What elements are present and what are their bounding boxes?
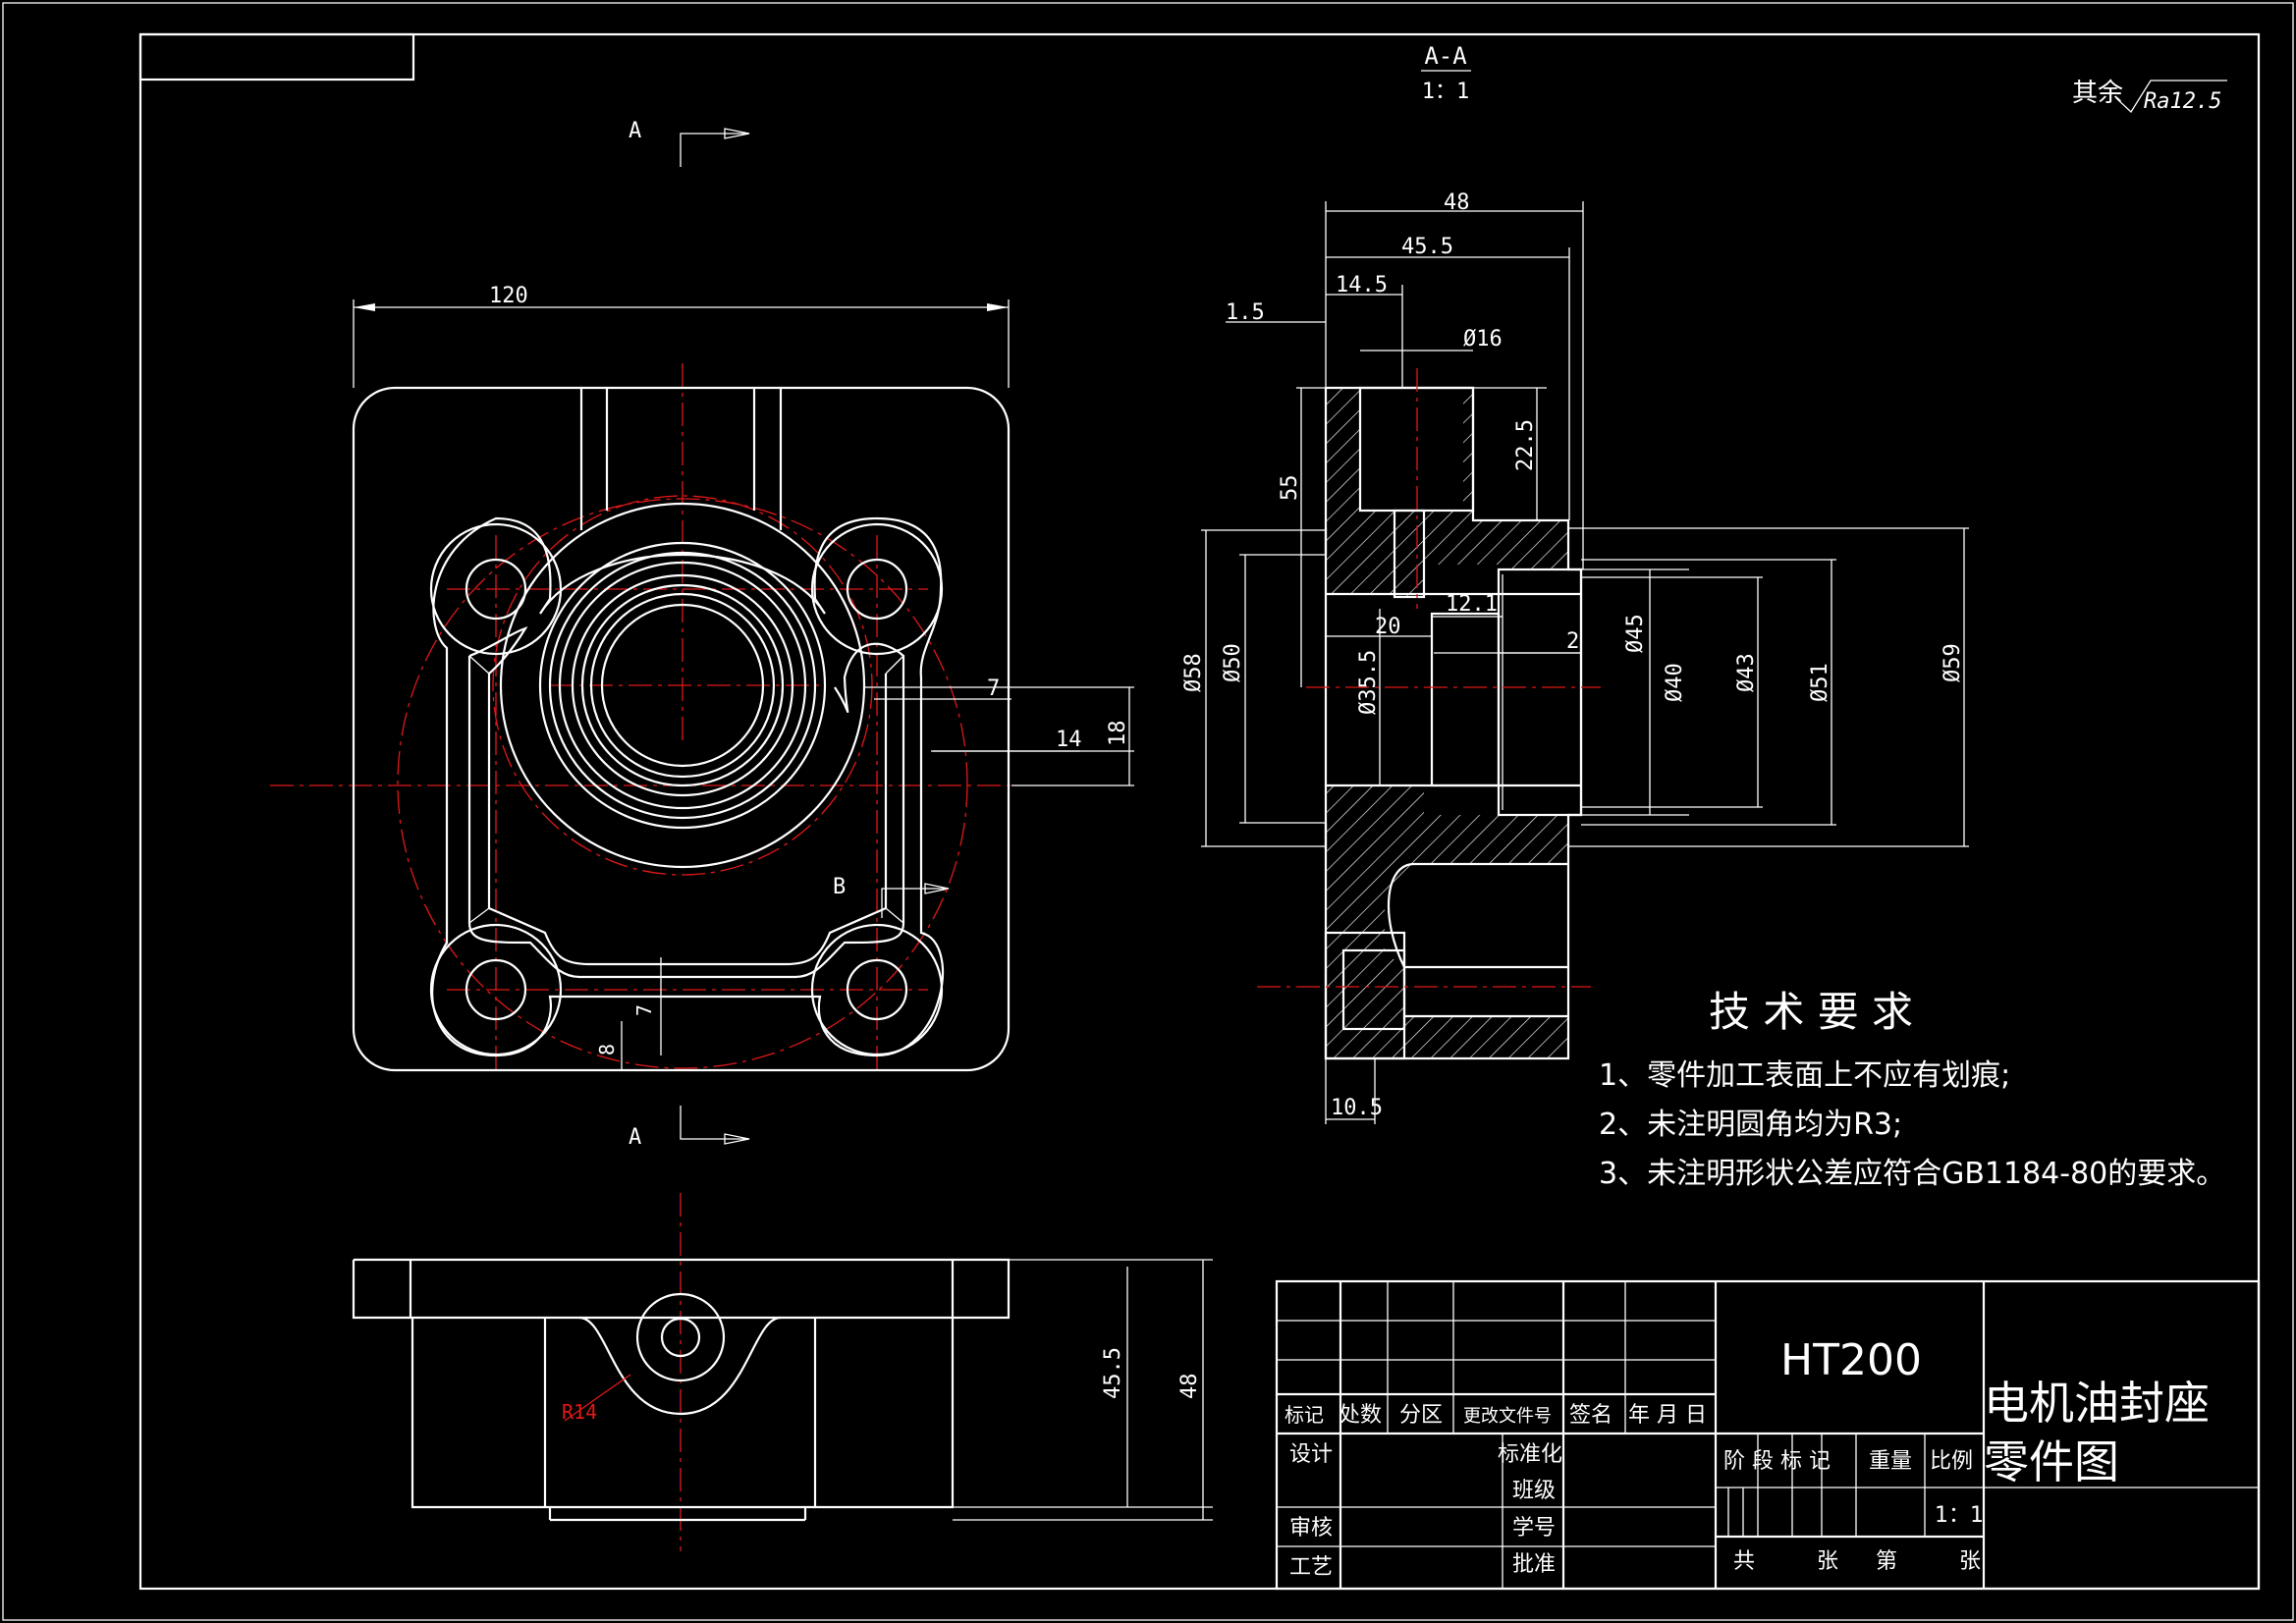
dim-14-5: 14.5 [1336,273,1388,298]
row-biaozhunhua: 标准化 [1498,1442,1562,1467]
base-plate-outline [352,386,1011,1072]
section-view-a-a: 48 45.5 14.5 1.5 Ø16 22.5 55 12.1 20 2 Ø… [1181,190,1969,1124]
dim-1-5: 1.5 [1226,300,1265,325]
bolt-boss-bottom-left [429,923,563,1056]
part-name-line2: 零件图 [1984,1435,2119,1488]
section-arrow-a-bottom: A [629,1106,750,1150]
section-title-label: A-A [1424,42,1467,70]
bolt-hole-top-right [846,558,908,621]
bolt-hole-top-left [465,558,527,621]
dim-22-5: 22.5 [1513,419,1538,471]
sheet-zhang-1: 张 [1817,1549,1838,1574]
dim-dia51: Ø51 [1808,663,1832,702]
material-label: HT200 [1780,1335,1922,1385]
dim-h45-5: 45.5 [1101,1347,1125,1399]
bolt-boss-top-left [429,522,563,656]
bore-inner [600,603,765,768]
dim-7-bottom: 7 [632,1004,656,1016]
tech-item-3: 3、未注明形状公差应符合GB1184-80的要求。 [1599,1157,2225,1191]
bottom-bore-outer [635,1292,726,1382]
weight-label: 重量 [1869,1449,1912,1474]
bolt-hole-bottom-left [465,958,527,1021]
dim-18-right: 18 [1106,721,1130,747]
dim-dia59: Ø59 [1941,643,1965,682]
header-qianming: 签名 [1569,1403,1613,1428]
surface-note-prefix: 其余 [2072,79,2123,108]
header-chushu: 处数 [1339,1403,1382,1428]
inner-frame [138,32,2261,1591]
sheet-di: 第 [1876,1549,1897,1574]
dim-width-120: 120 [489,284,528,308]
sheet-gong: 共 [1733,1549,1755,1574]
dim-dia35-5: Ø35.5 [1356,650,1381,715]
dim-12-1: 12.1 [1446,592,1498,617]
section-arrow-a-top: A [629,119,750,167]
tech-item-1: 1、零件加工表面上不应有划痕; [1599,1058,2010,1093]
technical-requirements: 技 术 要 求 1、零件加工表面上不应有划痕; 2、未注明圆角均为R3; 3、未… [1599,988,2225,1191]
bottom-view: R14 45.5 48 [352,1193,1213,1551]
dim-7-right: 7 [987,676,1000,701]
stage-label: 阶 段 标 记 [1723,1449,1831,1474]
dim-20: 20 [1375,615,1401,639]
dim-r14: R14 [562,1400,597,1424]
section-scale-label: 1：1 [1422,80,1470,104]
dim-10-5: 10.5 [1331,1096,1383,1120]
dim-h48: 48 [1177,1374,1202,1400]
dim-dia43: Ø43 [1734,653,1759,692]
scale-label: 比例 [1930,1449,1973,1474]
title-block: HT200 电机油封座 零件图 标记 处数 分区 更改文件号 签名 年 月 日 … [1275,1279,2261,1591]
row-xuehao: 学号 [1512,1516,1556,1541]
sheet-zhang-2: 张 [1959,1549,1981,1574]
surface-roughness-note: 其余 Ra12.5 [2072,79,2227,114]
section-arrow-b: B [833,875,950,918]
tech-title: 技 术 要 求 [1709,988,1913,1036]
dim-dia50: Ø50 [1221,643,1245,682]
row-pizhun: 批准 [1512,1552,1556,1577]
roughness-symbol-icon [2115,80,2227,114]
section-mark-a-bottom: A [629,1125,641,1150]
bore-ring-outer [499,502,866,869]
bottom-flange [352,1258,1011,1320]
dim-8-bottom: 8 [595,1044,619,1055]
dim-dia16: Ø16 [1463,327,1503,352]
dim-dia40: Ø40 [1663,663,1687,702]
section-mark-a-top: A [629,119,641,143]
dim-2: 2 [1566,629,1579,654]
corner-box [138,32,415,81]
header-genggai: 更改文件号 [1463,1406,1552,1427]
bolt-boss-bottom-right [810,923,944,1056]
section-mark-b: B [833,875,846,899]
front-view: 120 7 14 18 7 8 [270,284,1134,1075]
header-biaoji: 标记 [1285,1403,1324,1427]
bolt-hole-bottom-right [846,958,908,1021]
dim-dia45: Ø45 [1623,614,1648,653]
dim-48: 48 [1444,190,1470,215]
bolt-boss-top-right [810,522,944,656]
part-name-line1: 电机油封座 [1984,1377,2210,1430]
scale-value: 1：1 [1935,1503,1984,1528]
dim-14-right: 14 [1056,728,1082,752]
surface-note-symbol: Ra12.5 [2144,89,2221,114]
row-sheji: 设计 [1289,1442,1333,1467]
header-fenqu: 分区 [1399,1403,1443,1428]
row-gongyi: 工艺 [1289,1555,1333,1580]
row-banji: 班级 [1512,1479,1556,1503]
tech-item-2: 2、未注明圆角均为R3; [1599,1108,1902,1142]
section-title: A-A 1：1 [1421,42,1471,104]
dim-dia58: Ø58 [1181,653,1206,692]
row-shenhe: 审核 [1289,1516,1333,1541]
flange-outline [431,516,944,1057]
header-date: 年 月 日 [1628,1403,1707,1428]
dim-45-5: 45.5 [1401,235,1453,259]
dim-55: 55 [1278,475,1302,502]
bottom-bore-inner [660,1317,701,1358]
